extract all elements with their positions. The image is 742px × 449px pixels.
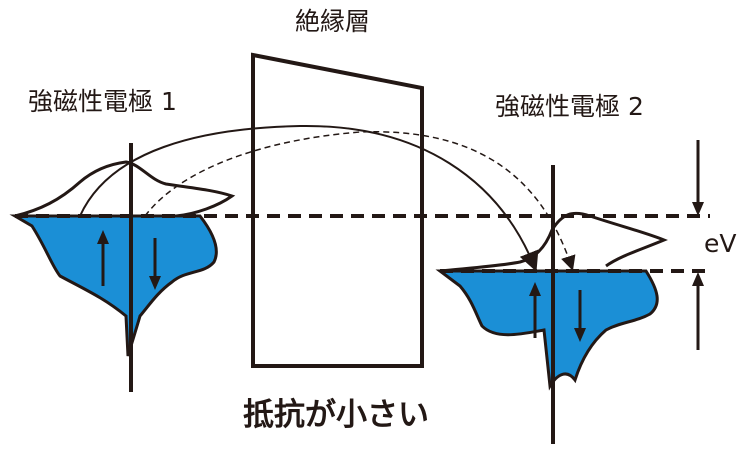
tunneling-path-solid bbox=[79, 124, 539, 272]
left-electrode-label: 強磁性電極 1 bbox=[28, 87, 177, 116]
left-empty-states bbox=[14, 160, 236, 218]
down-arrow-icon bbox=[574, 290, 586, 342]
tunneling-path-dashed bbox=[144, 131, 576, 271]
resistance-caption: 抵抗が小さい bbox=[243, 397, 429, 433]
up-arrow-icon bbox=[529, 282, 541, 338]
left-filled-states bbox=[9, 214, 218, 357]
bias-indicator bbox=[692, 140, 704, 350]
up-arrow-icon bbox=[97, 230, 109, 286]
barrier-label: 絶縁層 bbox=[295, 7, 370, 36]
insulator-barrier bbox=[251, 52, 424, 368]
right-filled-states bbox=[435, 269, 659, 391]
bias-label: eV bbox=[704, 229, 736, 258]
down-arrow-icon bbox=[149, 238, 161, 290]
right-electrode-label: 強磁性電極 2 bbox=[495, 92, 644, 121]
